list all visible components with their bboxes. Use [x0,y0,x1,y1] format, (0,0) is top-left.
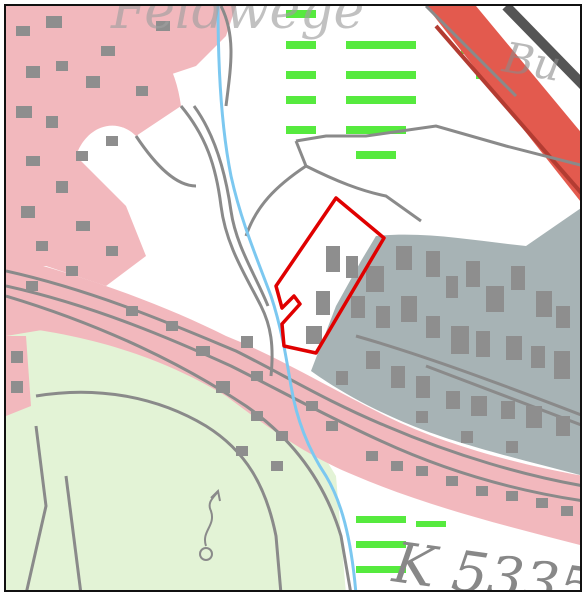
road-label: K 5335 [388,530,582,592]
road-network [6,6,580,590]
map-frame[interactable]: Feldwege Bu K 5335 [4,4,582,592]
map-canvas[interactable]: Feldwege Bu K 5335 [6,6,582,592]
stream [216,6,358,590]
highlighted-parcel[interactable] [274,196,386,355]
buildings [11,16,573,516]
map-title-fragment: Feldwege [110,6,364,41]
road-label-top: Bu [498,32,565,90]
railway [426,6,580,201]
settlement-area-north [116,6,236,76]
forest-area [6,309,346,590]
settlement-area-west [6,6,181,286]
path-symbol-icon [199,488,221,561]
